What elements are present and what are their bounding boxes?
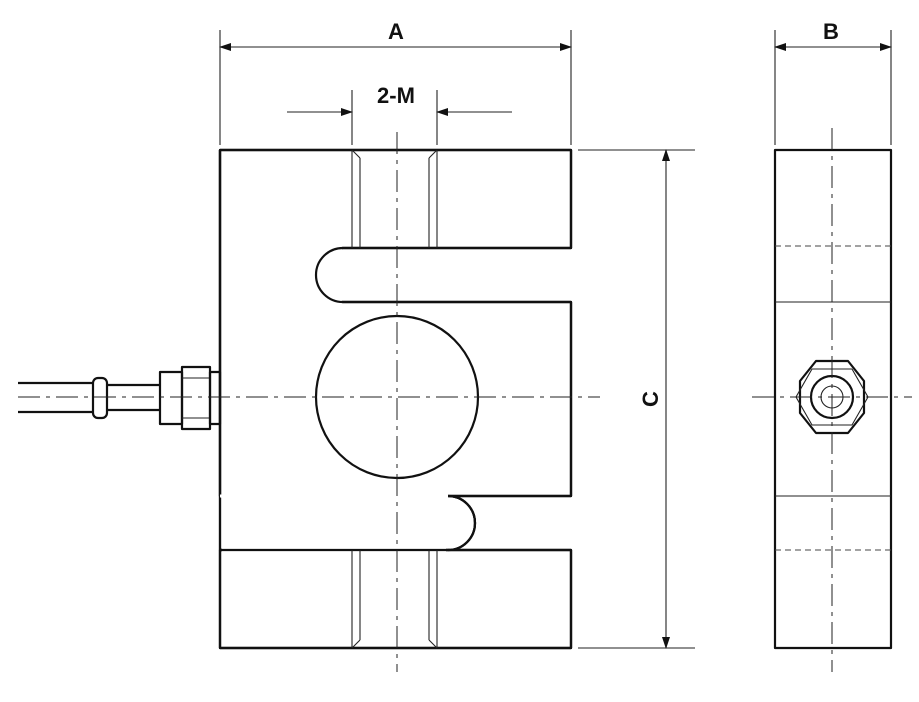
dimension-2m-label: 2-M [377,83,415,108]
dimension-a: A [219,19,572,145]
dimension-c: C [578,149,695,649]
dimension-2m: 2-M [287,83,512,145]
dimension-a-label: A [388,19,404,44]
top-thread-hole [351,149,438,248]
dimension-c-label: C [638,391,663,407]
dimension-b: B [774,19,892,145]
s-body-final-outline [220,148,573,552]
dimension-b-label: B [823,19,839,44]
bottom-thread-hole [351,550,438,649]
side-view [752,128,912,672]
front-view [18,132,600,672]
hex-nut-icon [798,359,866,435]
cable-gland [18,365,222,431]
side-body [773,148,893,650]
